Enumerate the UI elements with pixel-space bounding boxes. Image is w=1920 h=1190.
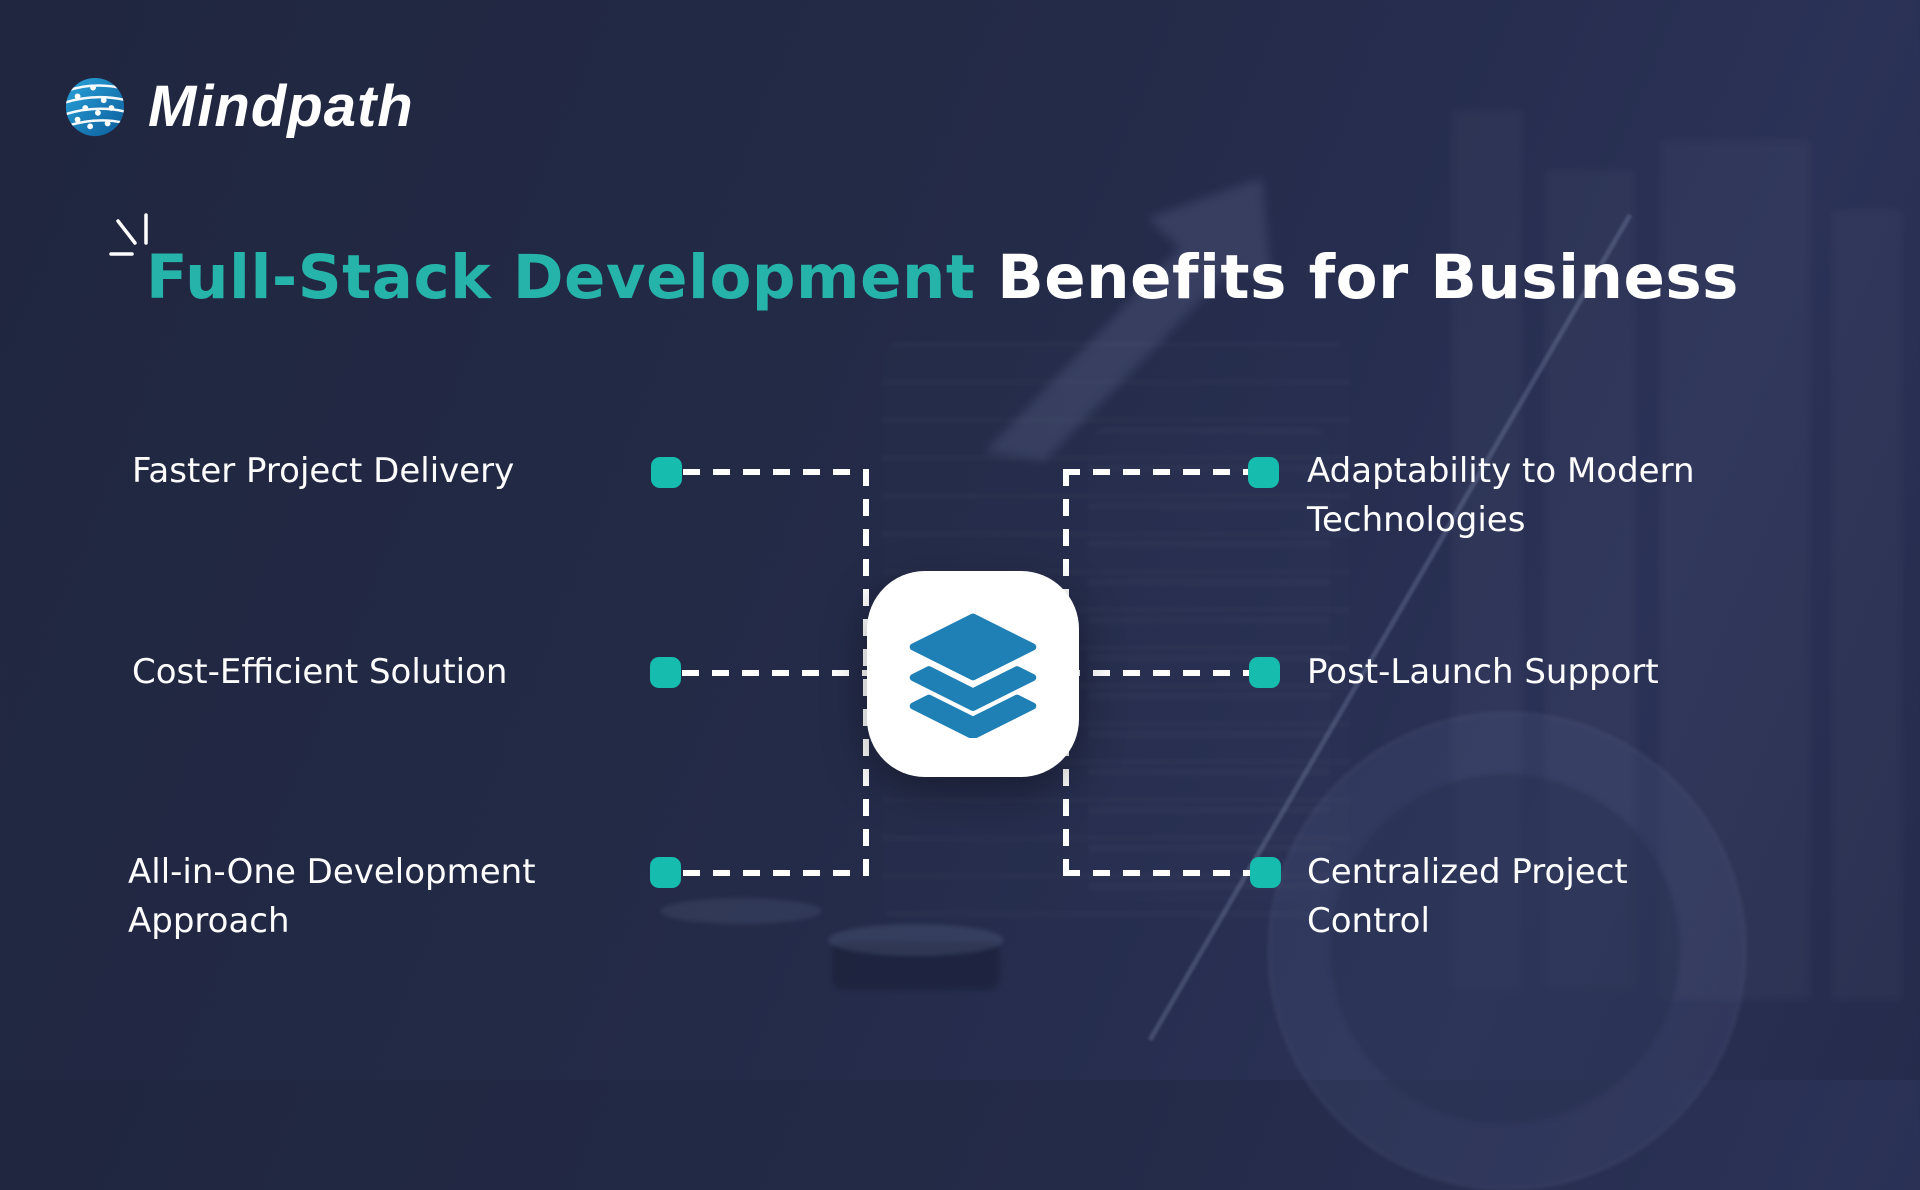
globe-circuit-icon	[65, 77, 125, 137]
page-title: Full-Stack Development Benefits for Busi…	[146, 240, 1739, 316]
benefit-label-adaptability: Adaptability to Modern Technologies	[1307, 451, 1695, 540]
title-rest: Benefits for Business	[975, 242, 1739, 313]
sparkle-icon	[109, 213, 148, 256]
benefit-label-post-launch-support: Post-Launch Support	[1307, 652, 1659, 692]
benefit-label-centralized-control: Centralized Project Control	[1307, 852, 1628, 941]
benefit-label-all-in-one-development: All-in-One Development Approach	[128, 852, 536, 941]
brand-logo: Mindpath	[64, 74, 414, 140]
title-highlight: Full-Stack Development	[146, 242, 976, 313]
connector-node	[1248, 457, 1279, 488]
connector-node	[1250, 857, 1281, 888]
connector-node	[650, 657, 681, 688]
brand-name: Mindpath	[148, 74, 414, 139]
center-badge	[867, 571, 1079, 777]
connector-node	[650, 857, 681, 888]
layers-icon	[909, 613, 1037, 738]
connector-node	[1249, 657, 1280, 688]
benefit-label-faster-project-delivery: Faster Project Delivery	[132, 451, 515, 491]
connector-node	[651, 457, 682, 488]
benefit-label-cost-efficient-solution: Cost-Efficient Solution	[132, 652, 508, 692]
connector-lines	[0, 0, 1920, 1080]
